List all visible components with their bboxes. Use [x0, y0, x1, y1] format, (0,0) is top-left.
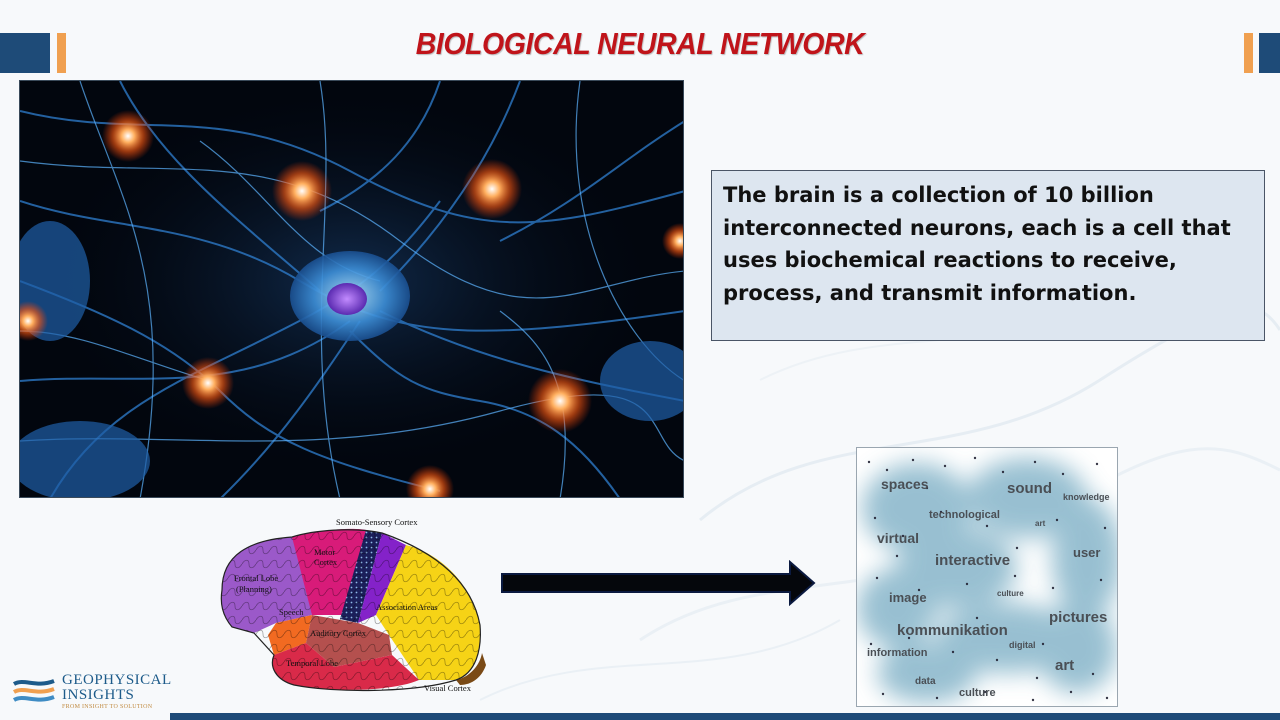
neuron-image: [19, 80, 684, 498]
label-speech: Speech: [279, 607, 304, 617]
header-bar-left-blue: [0, 33, 50, 73]
header-bar-right-blue: [1259, 33, 1280, 73]
slide-title: BIOLOGICAL NEURAL NETWORK: [415, 26, 865, 61]
word-interactive: interactive: [935, 552, 1010, 569]
word-data: data: [915, 676, 936, 687]
word-technological: technological: [929, 509, 1000, 521]
visual-cortex-region: [456, 653, 486, 685]
word-kommunikation: kommunikation: [897, 622, 1008, 639]
description-textbox: The brain is a collection of 10 billion …: [711, 170, 1265, 341]
word-virtual: virtual: [877, 530, 919, 546]
label-auditory: Auditory Cortex: [310, 628, 367, 638]
label-motor-1: Motor: [314, 547, 335, 557]
word-art: art: [1055, 657, 1074, 674]
word-cloud-map: spaces sound knowledge technological art…: [856, 447, 1118, 707]
label-frontal-2: (Planning): [236, 584, 272, 594]
word-image: image: [889, 590, 927, 605]
word-information: information: [867, 647, 928, 659]
word-spaces: spaces: [881, 476, 929, 492]
logo-line-2: INSIGHTS: [62, 687, 135, 703]
logo-waves-icon: [12, 679, 55, 702]
word-user: user: [1073, 545, 1100, 560]
label-frontal-1: Frontal Lobe: [234, 573, 278, 583]
word-sound: sound: [1007, 480, 1052, 497]
right-arrow: [501, 560, 816, 606]
header-bar-right-orange: [1244, 33, 1253, 73]
word-digital: digital: [1009, 640, 1036, 650]
word-culture: culture: [959, 687, 996, 699]
geophysical-insights-logo: GEOPHYSICAL INSIGHTS FROM INSIGHT TO SOL…: [12, 672, 172, 716]
label-motor-2: Cortex: [314, 557, 338, 567]
word-pictures: pictures: [1049, 609, 1107, 626]
label-temporal: Temporal Lobe: [286, 658, 338, 668]
header-bar-left-orange: [57, 33, 66, 73]
label-visual: Visual Cortex: [424, 683, 472, 693]
label-somato-sensory: Somato-Sensory Cortex: [336, 517, 418, 527]
word-knowledge: knowledge: [1063, 492, 1110, 502]
word-art-small: art: [1035, 519, 1046, 528]
label-association: Association Areas: [376, 602, 438, 612]
logo-tagline: FROM INSIGHT TO SOLUTION: [62, 704, 153, 710]
word-culture-small: culture: [997, 589, 1024, 598]
bottom-accent-bar: [170, 713, 1280, 720]
brain-diagram: Somato-Sensory Cortex Motor Cortex Front…: [220, 517, 486, 693]
logo-line-1: GEOPHYSICAL: [62, 672, 172, 688]
